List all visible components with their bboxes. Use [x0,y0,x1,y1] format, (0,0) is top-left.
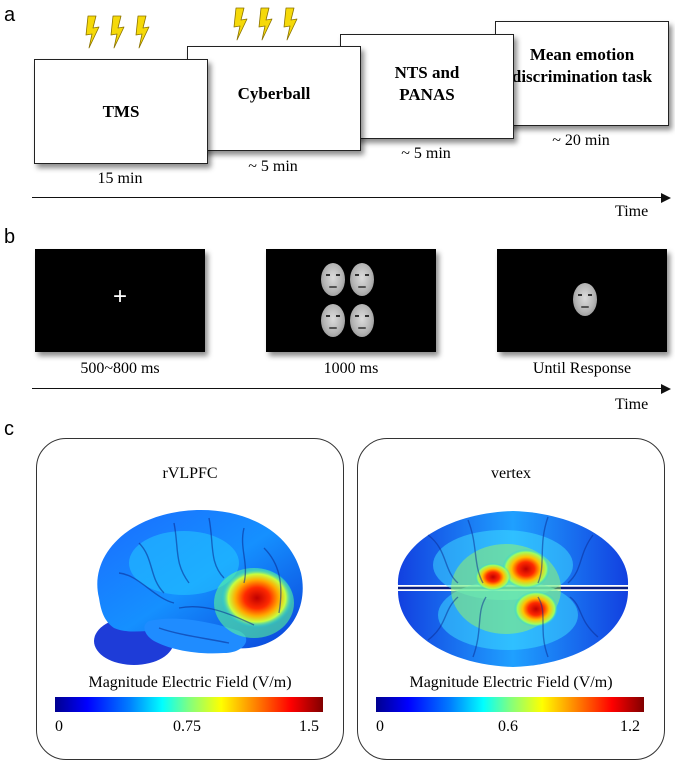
colorbar-vertex [376,697,644,712]
step-card-emotion-task: Mean emotion discrimination task [495,21,669,126]
duration-test-face: Until Response [532,360,632,377]
time-arrow-b-icon [661,384,671,394]
colorbar-tick-mid: 0.75 [173,718,201,735]
efield-map-rvlpfc: rVLPFC [36,438,344,760]
panel-label-b: b [4,226,16,248]
duration-tms: 15 min [97,170,143,187]
colorbar-title-vertex: Magnitude Electric Field (V/m) [409,674,613,691]
colorbar-tick-min: 0 [376,718,384,735]
face-stimulus [350,263,374,296]
colorbar-tick-max: 1.2 [620,718,640,735]
duration-emotion-task: ~ 20 min [552,132,610,149]
face-stimulus [350,304,374,337]
face-stimulus [321,304,345,337]
site-label-vertex: vertex [491,465,531,482]
step-card-tms: TMS [34,59,208,164]
step-label-nts-panas: NTS and PANAS [394,63,460,104]
colorbar-rvlpfc [55,697,323,712]
step-label-cyberball: Cyberball [237,83,311,103]
lightning-bolts-tms-icon [85,15,150,49]
panel-label-c: c [4,418,14,440]
step-label-tms: TMS [102,101,140,121]
step-label-emotion-task: Mean emotion discrimination task [511,45,653,86]
time-arrow-a-icon [661,193,671,203]
face-stimulus [321,263,345,296]
face-stimulus [573,283,597,316]
brain-top-view [397,511,629,667]
duration-face-array: 1000 ms [323,360,379,377]
lightning-bolts-cyberball-icon [233,7,298,41]
fixation-screen: + [35,249,205,352]
colorbar-tick-max: 1.5 [299,718,319,735]
face-array-screen [266,249,436,352]
time-axis-a [32,197,662,198]
duration-fixation: 500~800 ms [80,360,160,377]
site-label-rvlpfc: rVLPFC [162,465,218,482]
time-label-b: Time [615,396,649,413]
colorbar-tick-min: 0 [55,718,63,735]
time-label-a: Time [615,203,649,220]
efield-map-vertex: vertex [357,438,665,760]
time-axis-b [32,388,662,389]
step-card-nts-panas: NTS and PANAS [340,34,514,139]
duration-nts-panas: ~ 5 min [401,145,451,162]
step-card-cyberball: Cyberball [187,46,361,151]
colorbar-tick-mid: 0.6 [498,718,518,735]
brain-lateral-view [94,510,303,665]
duration-cyberball: ~ 5 min [248,158,298,175]
panel-label-a: a [4,4,16,26]
test-face-screen [497,249,667,352]
fixation-cross: + [112,283,127,310]
colorbar-title-rvlpfc: Magnitude Electric Field (V/m) [88,674,292,691]
